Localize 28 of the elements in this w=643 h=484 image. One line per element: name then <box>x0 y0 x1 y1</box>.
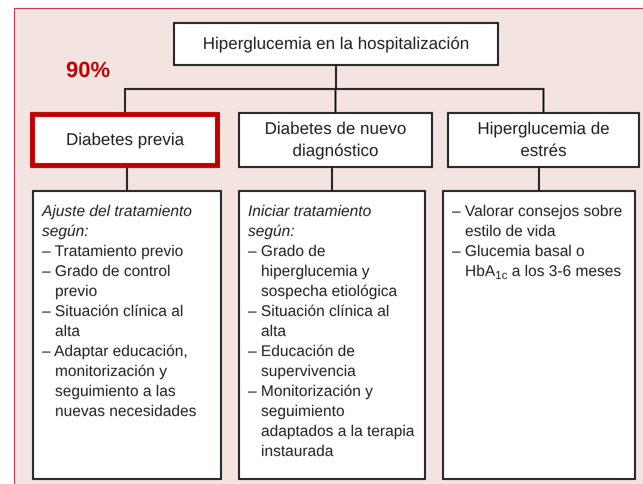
list-item: – Adaptar educación, monitorización y seguimiento a las nuevas necesidades <box>42 342 198 422</box>
box-text: Hiperglucemia en la hospitalización <box>202 33 470 55</box>
list-item: – Tratamiento previo <box>42 242 184 262</box>
list-item: – Situación clínica al alta <box>248 302 390 342</box>
list-item: – Grado de hiperglucemia y sospecha etiológica <box>248 242 398 302</box>
percentage-label: 90% <box>66 56 110 84</box>
highlighted-box <box>30 112 220 168</box>
detail-box <box>238 190 426 480</box>
list-item: – Grado de control previo <box>42 262 172 302</box>
list-item: – Situación clínica al alta <box>42 302 184 342</box>
list-item: – Educación de supervivencia <box>248 342 357 382</box>
detail-box <box>442 190 636 480</box>
connector-line <box>126 168 128 190</box>
category-box <box>447 112 640 168</box>
box-text: Diabetes previa <box>66 129 184 151</box>
box-text: Diabetes de nuevo diagnóstico <box>264 118 408 162</box>
category-box <box>238 112 433 168</box>
category-box <box>173 22 499 66</box>
connector-line <box>335 66 544 112</box>
connector-line <box>331 168 333 190</box>
box-heading: Ajuste del tratamiento según: <box>42 202 193 242</box>
list-item: – Glucemia basal o HbA$_{1c}$ a los 3-6 meses <box>452 242 622 282</box>
box-heading: Iniciar tratamiento según: <box>248 202 372 242</box>
detail-box <box>32 190 222 480</box>
connector-line <box>538 168 540 190</box>
list-item: – Monitorización y seguimiento adaptados a la terapia instaurada <box>248 382 416 462</box>
box-text: Hiperglucemia de estrés <box>476 118 611 162</box>
list-item: – Valorar consejos sobre estilo de vida <box>452 202 624 242</box>
